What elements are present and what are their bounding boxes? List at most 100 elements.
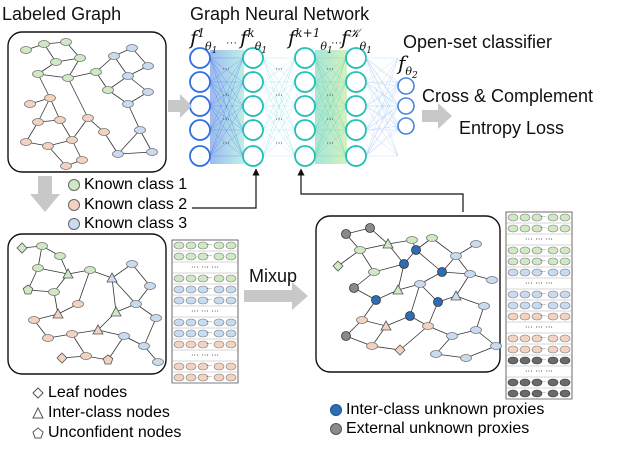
table-ellipsis-row: ··· ··· ··· (525, 279, 553, 288)
classifier-edge (365, 105, 400, 157)
network-edge (262, 57, 296, 131)
graph-node (62, 74, 74, 82)
table-cell-token (507, 301, 519, 310)
table-cell-token (185, 340, 197, 349)
graph-node (142, 62, 154, 70)
classifier-neuron (397, 117, 415, 135)
mixup-graph-panel (315, 215, 502, 373)
network-edge (365, 81, 399, 107)
network-edge (262, 81, 296, 157)
leaf-node (394, 344, 406, 356)
connector-bottom-to-gnn (192, 168, 260, 209)
graph-node (44, 94, 56, 102)
inter-class-proxy-node (405, 311, 415, 321)
table-cell-token (213, 285, 225, 294)
neuron (345, 71, 367, 93)
graph-panel-frame (7, 31, 167, 173)
table-cell-token (173, 340, 185, 349)
table-cell-token (225, 296, 237, 305)
table-cell-ellipsis: ··· (540, 357, 546, 364)
table-cell-token (559, 213, 571, 222)
classifier-edge (365, 85, 400, 107)
table-cell-token (173, 329, 185, 338)
network-edge (365, 105, 399, 157)
table-cell-token (197, 285, 209, 294)
table-cell-ellipsis: ··· (540, 225, 546, 232)
graph-node (74, 54, 86, 62)
neuron (345, 119, 367, 141)
table-cell-token (213, 329, 225, 338)
graph-node (406, 236, 418, 244)
inter-class-proxy-node (437, 267, 447, 277)
table-cell-token (197, 296, 209, 305)
table-cell-token (507, 334, 519, 343)
table-cell-ellipsis: ··· (206, 374, 212, 381)
table-cell-token (185, 318, 197, 327)
table-cell-ellipsis: ··· (206, 319, 212, 326)
table-cell-token (185, 241, 197, 250)
table-cell-token (531, 378, 543, 387)
table-cell-token (531, 213, 543, 222)
graph-node (414, 280, 426, 288)
graph-edge (71, 333, 87, 357)
table-ellipsis-row: ··· ··· ··· (191, 351, 219, 360)
ellipsis-dots: ··· (222, 65, 230, 74)
classifier-edge (365, 105, 400, 127)
table-cell-ellipsis: ··· (206, 341, 212, 348)
table-cell-token (547, 345, 559, 354)
neuron (294, 47, 316, 69)
table-ellipsis-row: ··· ··· ··· (525, 323, 553, 332)
table-cell-token (547, 224, 559, 233)
table-cell-token (225, 274, 237, 283)
external-proxy-node (341, 331, 351, 341)
table-cell-ellipsis: ··· (540, 258, 546, 265)
table-cell-token (173, 285, 185, 294)
table-cell-ellipsis: ··· (206, 286, 212, 293)
network-edge (314, 105, 347, 157)
table-cell-token (225, 362, 237, 371)
table-cell-token (547, 213, 559, 222)
table-cell-ellipsis: ··· (540, 335, 546, 342)
graph-node (470, 240, 482, 248)
table-cell-token (547, 246, 559, 255)
legend-known-class-1: Known class 1 (68, 176, 187, 194)
table-cell-token (197, 252, 209, 261)
graph-node (450, 252, 462, 260)
table-cell-token (519, 378, 531, 387)
network-edge (365, 129, 399, 157)
table-cell-token (531, 257, 543, 266)
network-edge (209, 57, 244, 157)
classifier-edge (365, 85, 400, 157)
table-cell-token (519, 257, 531, 266)
table-cell-token (519, 246, 531, 255)
table-cell-token (185, 285, 197, 294)
graph-edge (37, 73, 51, 99)
graph-edge (127, 103, 141, 131)
table-cell-token (185, 252, 197, 261)
embedding-table-right: ········· ··· ··············· ··· ······… (505, 211, 573, 400)
table-cell-token (547, 334, 559, 343)
graph-node (66, 330, 78, 338)
external-proxy-node (365, 223, 375, 233)
ellipsis-dots: ··· (275, 91, 283, 100)
inter-class-node (110, 306, 122, 317)
table-cell-token (559, 257, 571, 266)
legend-inter-class-nodes: Inter-class nodes (32, 404, 170, 422)
graph-node (430, 350, 442, 358)
network-edge (365, 57, 399, 83)
graph-node (20, 46, 32, 54)
neuron (294, 145, 316, 167)
table-cell-token (173, 241, 185, 250)
table-cell-token (197, 274, 209, 283)
table-cell-token (213, 340, 225, 349)
network-edge (262, 129, 296, 157)
table-cell-token (519, 268, 531, 277)
table-cell-token (185, 274, 197, 283)
table-cell-token (507, 312, 519, 321)
table-cell-token (559, 224, 571, 233)
open-set-title: Open-set classifier (403, 32, 553, 52)
table-cell-token (531, 301, 543, 310)
arrow-graph-down (30, 176, 60, 212)
graph-node (422, 322, 434, 330)
